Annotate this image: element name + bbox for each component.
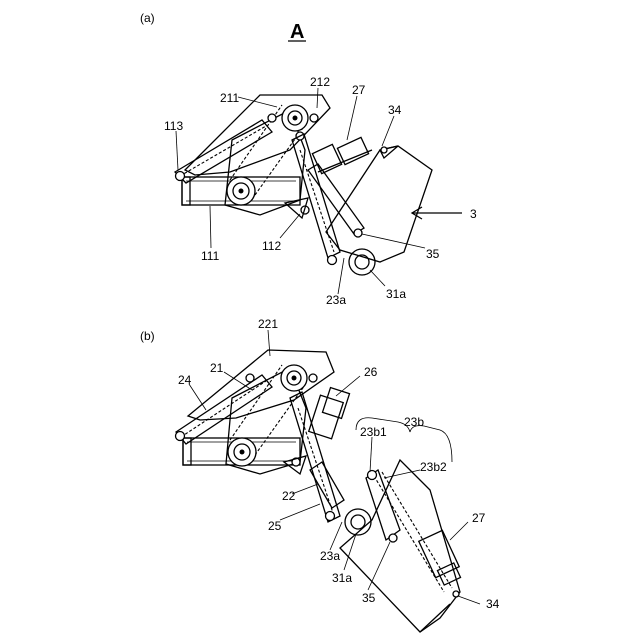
ref-23b2: 23b2 <box>420 460 447 474</box>
joint-113 <box>176 172 185 181</box>
housing-b <box>340 460 460 632</box>
ref-24: 24 <box>178 373 192 387</box>
panel-b: (b) <box>140 317 500 632</box>
ref-34-b: 34 <box>486 597 500 611</box>
ref-35-b: 35 <box>362 591 376 605</box>
ref-26: 26 <box>364 365 378 379</box>
ref-113: 113 <box>164 119 183 133</box>
part-34 <box>381 147 387 153</box>
ref-34: 34 <box>388 103 402 117</box>
ref-22: 22 <box>282 489 296 503</box>
ref-211: 211 <box>220 91 239 105</box>
ref-31a: 31a <box>386 287 406 301</box>
panel-a-label: (a) <box>140 11 155 25</box>
ref-221: 221 <box>258 317 278 331</box>
ref-3: 3 <box>470 207 477 221</box>
panel-a: (a) A <box>140 11 477 307</box>
ref-23a-b: 23a <box>320 549 340 563</box>
panel-b-label: (b) <box>140 329 155 343</box>
ref-23b1: 23b1 <box>360 425 387 439</box>
joint-35-b <box>389 534 397 542</box>
ref-111: 111 <box>201 249 220 263</box>
actuator-27 <box>337 137 368 164</box>
joint-35 <box>354 229 362 237</box>
ref-27: 27 <box>352 83 366 97</box>
ref-23b: 23b <box>404 415 424 429</box>
ref-27-b: 27 <box>472 511 486 525</box>
ref-21: 21 <box>210 361 224 375</box>
view-title: A <box>290 21 304 43</box>
ref-35: 35 <box>426 247 440 261</box>
ref-31a-b: 31a <box>332 571 352 585</box>
link-113 <box>175 120 272 183</box>
ref-25: 25 <box>268 519 282 533</box>
ref-212: 212 <box>310 75 330 89</box>
ref-23a: 23a <box>326 293 346 307</box>
upper-frame <box>185 95 330 175</box>
arm-23b1 <box>366 470 400 540</box>
joint-23b1 <box>368 471 377 480</box>
ref-112: 112 <box>262 239 281 253</box>
